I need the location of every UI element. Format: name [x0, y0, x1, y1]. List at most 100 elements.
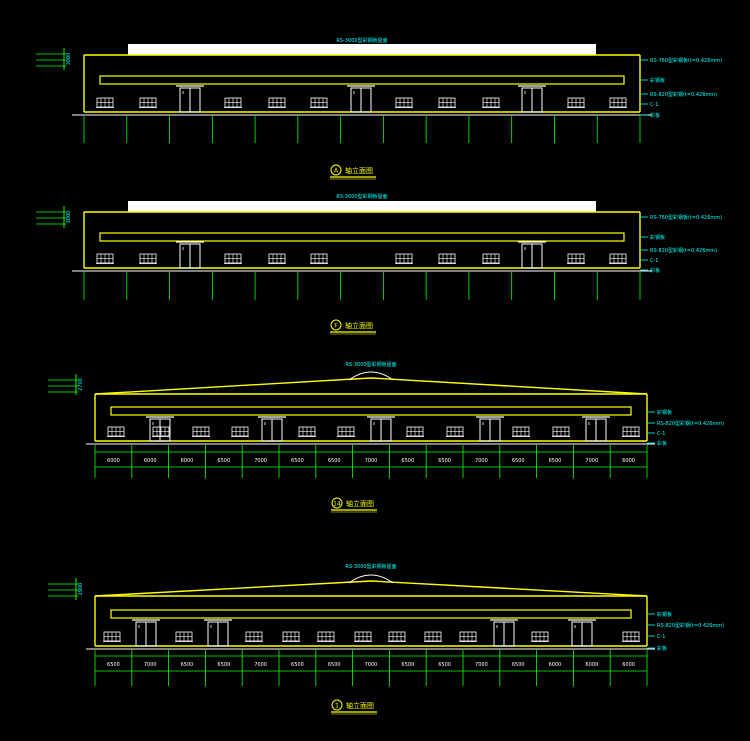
callout-label: 彩钢板 [657, 409, 672, 416]
dimension-value: 7000 [365, 458, 378, 464]
door [476, 416, 504, 442]
title-text: 轴立面图 [345, 321, 373, 330]
dimension-value: 6500 [401, 662, 414, 668]
window [388, 631, 406, 642]
window [337, 426, 355, 437]
window [139, 253, 157, 264]
door [204, 619, 232, 647]
window [622, 631, 640, 642]
window [96, 97, 114, 108]
callout-label: 彩板 [650, 267, 660, 274]
door [490, 619, 518, 647]
dimension-value: 6000 [181, 458, 194, 464]
window [298, 426, 316, 437]
door [176, 241, 204, 269]
ridge-vent [348, 371, 394, 381]
dimension-value: 6500 [217, 662, 230, 668]
callout-label: 彩板 [650, 112, 660, 119]
window [139, 97, 157, 108]
dimension-value: 6500 [328, 458, 341, 464]
window [552, 426, 570, 437]
window [438, 253, 456, 264]
elevation-1: RS-3000型彩钢板屋面 2900 彩钢板 RS-820型彩钢(t=0.426mm)… [48, 563, 724, 715]
ridge-vent [348, 574, 394, 584]
title-marker-label: 1 [335, 703, 339, 710]
window [424, 631, 442, 642]
window [406, 426, 424, 437]
gable-roof-line [94, 377, 648, 395]
window [512, 426, 530, 437]
door [568, 619, 596, 647]
door [518, 85, 546, 113]
window [96, 253, 114, 264]
dimension-value: 6000 [107, 458, 120, 464]
window [482, 97, 500, 108]
dimension-value: 6500 [291, 662, 304, 668]
window [175, 631, 193, 642]
dimension-value: 6000 [144, 458, 157, 464]
dimension-value: 7000 [475, 458, 488, 464]
roof-parapet [128, 44, 596, 55]
window [459, 631, 477, 642]
dimension-value: 6500 [438, 662, 451, 668]
title-marker-label: A [334, 168, 339, 175]
window [354, 631, 372, 642]
window [317, 631, 335, 642]
dimension-value: 6000 [622, 458, 635, 464]
window [282, 631, 300, 642]
dimension-value: 6000 [585, 662, 598, 668]
column-grid [83, 272, 641, 300]
window [268, 253, 286, 264]
callout-label: 彩钢板 [657, 611, 672, 618]
window [438, 97, 456, 108]
window [107, 426, 125, 437]
skylight-band [110, 406, 632, 416]
window [567, 97, 585, 108]
material-callouts: RS-760型彩钢板(t=0.426mm)彩钢板RS-820型彩钢(t=0.42… [640, 57, 722, 119]
door [367, 416, 395, 442]
door [258, 416, 286, 442]
callout-label: RS-760型彩钢板(t=0.426mm) [650, 214, 722, 221]
door [347, 85, 375, 113]
side-dimension: 2900 [48, 578, 84, 600]
title-text: 轴立面图 [346, 499, 374, 508]
dimension-value: 6500 [549, 458, 562, 464]
title-marker-circle [330, 319, 342, 331]
dimension-value: 6000 [549, 662, 562, 668]
dimension-value: 6500 [107, 662, 120, 668]
callout-label: RS-760型彩钢板(t=0.426mm) [650, 57, 722, 64]
side-dim-label: 2700 [78, 378, 84, 391]
title-text: 轴立面图 [345, 166, 373, 175]
window [482, 253, 500, 264]
door [176, 85, 204, 113]
title-marker-circle [330, 164, 342, 176]
dimension-value: 6500 [512, 458, 525, 464]
callout-label: RS-820型彩钢(t=0.426mm) [657, 420, 724, 427]
dimension-value: 7000 [144, 662, 157, 668]
callout-label: RS-820型彩钢(t=0.426mm) [657, 622, 724, 629]
side-dim-label: 2900 [78, 583, 84, 596]
window [192, 426, 210, 437]
window [395, 97, 413, 108]
callout-label: RS-820型彩钢(t=0.426mm) [650, 91, 717, 98]
callout-label: RS-820型彩钢(t=0.426mm) [650, 247, 717, 254]
window [446, 426, 464, 437]
door [518, 241, 546, 269]
side-dimension: 3000 [36, 206, 72, 228]
dimension-value: 7000 [365, 662, 378, 668]
dimension-value: 7000 [585, 458, 598, 464]
material-callouts: RS-760型彩钢板(t=0.426mm)彩钢板RS-820型彩钢(t=0.42… [640, 214, 722, 274]
window [395, 253, 413, 264]
window [224, 253, 242, 264]
roof-parapet [128, 201, 596, 212]
roof-label: RS-3000型彩钢板屋面 [345, 563, 396, 570]
gable-roof-line [94, 580, 648, 597]
